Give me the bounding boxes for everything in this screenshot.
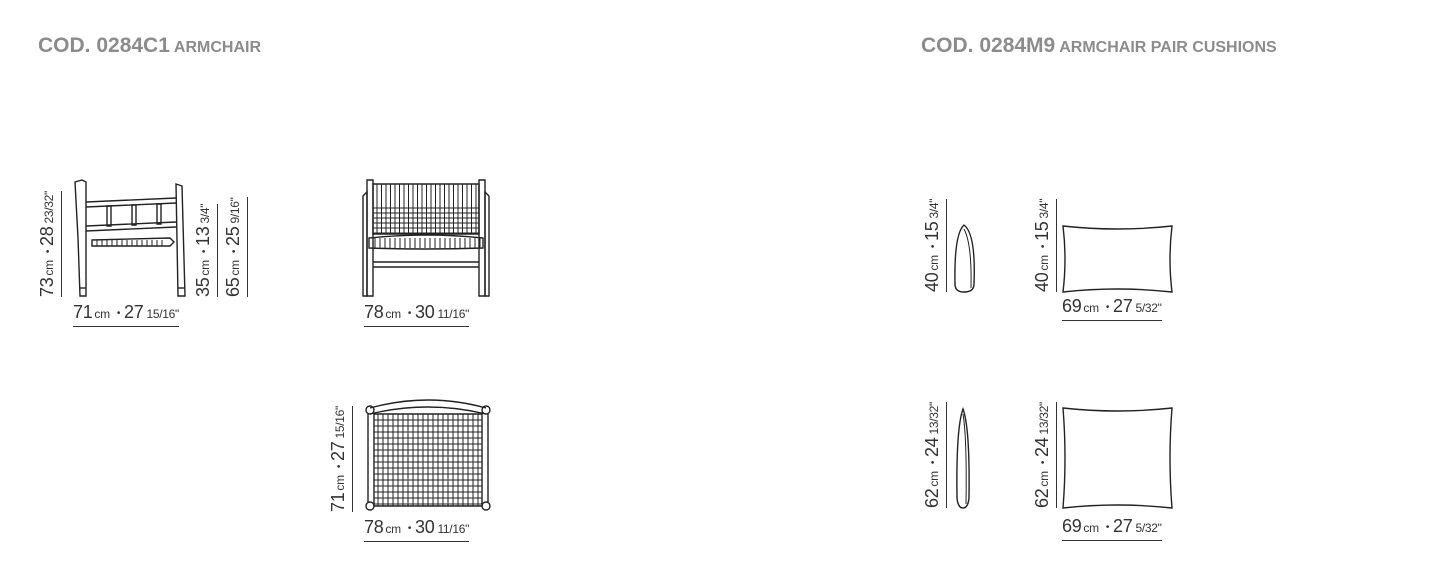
dimension-inch: 13 — [193, 226, 213, 246]
dimension-inch: 30 — [415, 517, 435, 537]
product-name: ARMCHAIR PAIR CUSHIONS — [1059, 39, 1277, 56]
cushion-2-front-view — [1060, 406, 1175, 510]
dimension-sep: • — [1038, 460, 1049, 465]
dimension-inch: 15 — [922, 221, 942, 241]
dimension-frac: 13/32" — [927, 402, 941, 435]
dimension-inch: 24 — [922, 437, 942, 457]
dimension-unit: cm — [1083, 301, 1099, 315]
dimension-sep: • — [116, 308, 121, 319]
product-code: COD. 0284M9 — [921, 34, 1056, 57]
dimension-cushion2-side-h: 62cm • 24 13/32" — [922, 402, 947, 508]
dimension-sep: • — [1038, 244, 1049, 249]
armchair-side-view — [72, 178, 192, 300]
dimension-sep: • — [1105, 302, 1110, 313]
dimension-inch: 24 — [1032, 437, 1052, 457]
dimension-unit: cm — [42, 260, 56, 276]
dimension-cm: 40 — [1032, 272, 1052, 292]
dimension-inch: 27 — [328, 441, 348, 461]
dimension-cm: 71 — [73, 302, 93, 322]
dimension-cm: 62 — [1032, 488, 1052, 508]
dimension-sep: • — [928, 244, 939, 249]
dimension-sep: • — [407, 523, 412, 534]
dimension-inch: 27 — [1113, 296, 1133, 316]
dimension-frac: 15/16" — [333, 406, 347, 439]
dimension-frac: 3/4" — [198, 203, 212, 224]
dimension-unit: cm — [927, 255, 941, 271]
dimension-unit: cm — [1037, 471, 1051, 487]
product-code: COD. 0284C1 — [38, 34, 170, 57]
dimension-unit: cm — [1083, 521, 1099, 535]
dimension-frac: 11/16" — [437, 522, 470, 536]
dimension-sep: • — [229, 249, 240, 254]
dimension-cm: 40 — [922, 272, 942, 292]
dimension-cm: 62 — [922, 488, 942, 508]
dimension-unit: cm — [94, 307, 110, 321]
dimension-unit: cm — [385, 522, 401, 536]
dimension-inch: 25 — [223, 226, 243, 246]
dimension-side-height: 73cm • 28 23/32" — [37, 191, 62, 297]
dimension-frac: 15/16" — [146, 307, 179, 321]
armchair-top-view — [364, 396, 492, 514]
dimension-frac: 13/32" — [1037, 402, 1051, 435]
dimension-inch: 27 — [124, 302, 144, 322]
dimension-unit: cm — [228, 260, 242, 276]
dimension-arm-height: 65cm • 25 9/16" — [223, 197, 248, 297]
dimension-cm: 35 — [193, 277, 213, 297]
dimension-sep: • — [334, 464, 345, 469]
dimension-sep: • — [1105, 522, 1110, 533]
dimension-cm: 69 — [1062, 296, 1082, 316]
dimension-frac: 3/4" — [1037, 198, 1051, 219]
dimension-inch: 27 — [1113, 516, 1133, 536]
cushion-2-side-view — [954, 408, 972, 510]
dimension-cushion1-front-h: 40cm • 15 3/4" — [1032, 198, 1057, 292]
dimension-sep: • — [928, 460, 939, 465]
dimension-frac: 5/32" — [1135, 521, 1162, 535]
dimension-cm: 65 — [223, 277, 243, 297]
dimension-seat-height: 35cm • 13 3/4" — [193, 203, 218, 297]
dimension-unit: cm — [198, 260, 212, 276]
dimension-unit: cm — [333, 475, 347, 491]
dimension-frac: 11/16" — [437, 307, 470, 321]
dimension-sep: • — [199, 249, 210, 254]
dimension-unit: cm — [385, 307, 401, 321]
dimension-cm: 78 — [364, 517, 384, 537]
dimension-sep: • — [43, 249, 54, 254]
dimension-top-depth: 71cm • 27 15/16" — [328, 406, 353, 512]
cushion-1-side-view — [952, 224, 978, 294]
dimension-unit: cm — [927, 471, 941, 487]
product-name: ARMCHAIR — [173, 39, 262, 56]
dimension-cushion2-front-h: 62cm • 24 13/32" — [1032, 402, 1057, 508]
dimension-cushion1-side-h: 40cm • 15 3/4" — [922, 198, 947, 292]
dimension-unit: cm — [1037, 255, 1051, 271]
cushion-1-front-view — [1060, 224, 1175, 294]
dimension-cm: 78 — [364, 302, 384, 322]
dimension-inch: 28 — [37, 226, 57, 246]
armchair-front-view — [361, 178, 493, 300]
dimension-inch: 15 — [1032, 221, 1052, 241]
dimension-frac: 9/16" — [228, 197, 242, 224]
dimension-cm: 71 — [328, 492, 348, 512]
dimension-frac: 5/32" — [1135, 301, 1162, 315]
dimension-frac: 3/4" — [927, 198, 941, 219]
dimension-inch: 30 — [415, 302, 435, 322]
dimension-sep: • — [407, 308, 412, 319]
dimension-cm: 69 — [1062, 516, 1082, 536]
dimension-cm: 73 — [37, 277, 57, 297]
dimension-frac: 23/32" — [42, 191, 56, 224]
